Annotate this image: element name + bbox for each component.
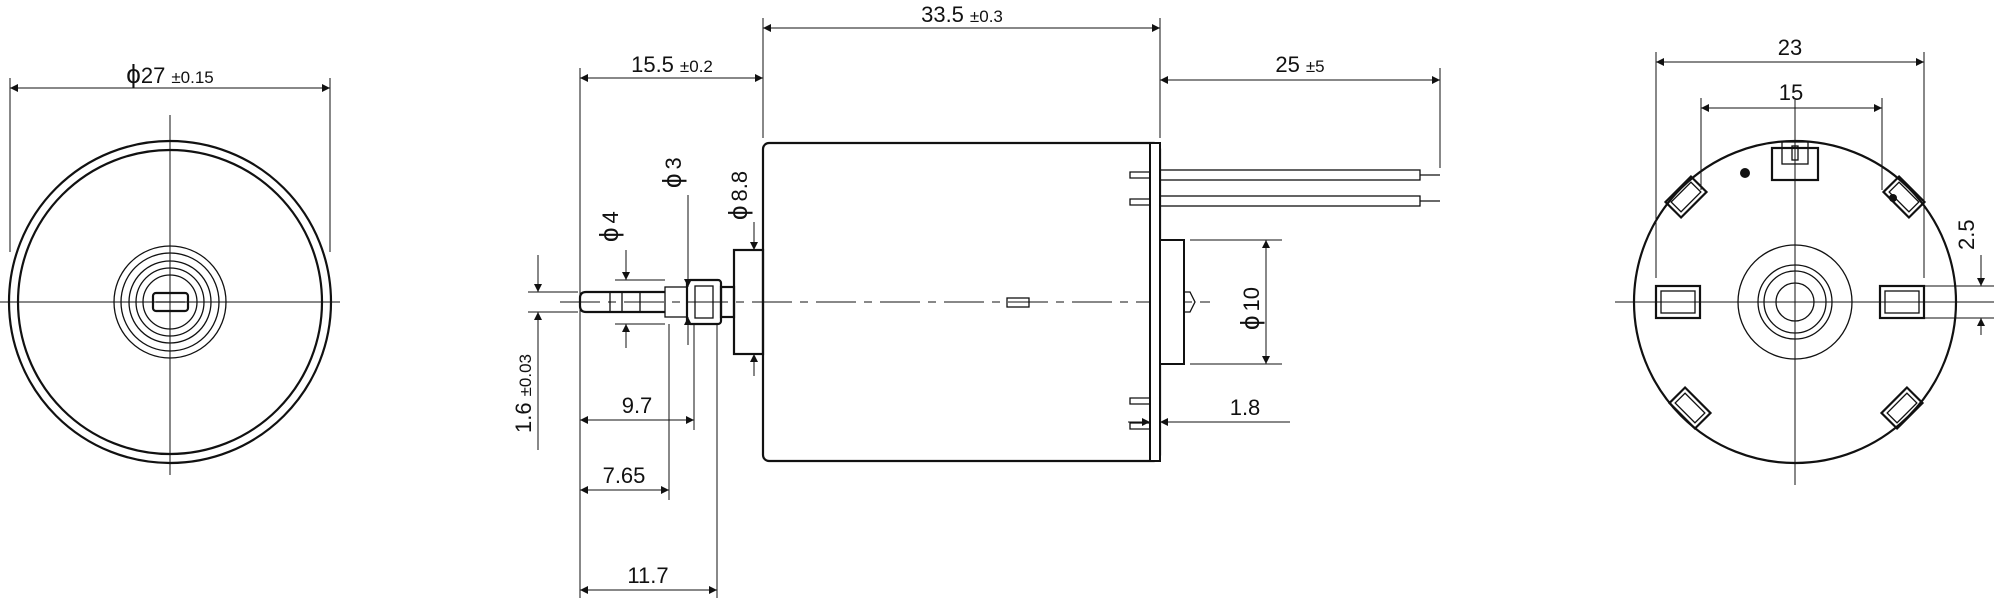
front-outer-circle (7, 139, 333, 465)
rear-top-terminal-pin (1791, 145, 1799, 161)
dim-117-label: 11.7 (627, 563, 668, 588)
front-hub-ring-4 (135, 267, 205, 337)
rear-top-terminal-body (1770, 146, 1820, 182)
dim-97-label: 9.7 (622, 393, 653, 418)
rear-polarity-dot-left (1740, 168, 1750, 178)
dim-18-label: 1.8 (1230, 395, 1261, 420)
rear-outer-circle (1632, 139, 1958, 465)
rear-hub-ring-3 (1763, 270, 1827, 334)
dim-15-label: 15 (1779, 80, 1803, 105)
dim-25-label: 2.5 (1954, 219, 1979, 250)
dim-765-label: 7.65 (603, 463, 646, 488)
dim-body-length-label: 33.5±0.3 (921, 2, 1003, 27)
dim-d3-label: ϕ3 (657, 157, 687, 188)
lead-wire-1 (1159, 169, 1421, 181)
terminal-bottom-1 (1129, 397, 1150, 405)
front-hub-ring-1 (113, 245, 227, 359)
terminal-top-2 (1129, 198, 1150, 206)
lead-wire-2 (1159, 195, 1421, 207)
dim-lead-length-label: 25±5 (1275, 52, 1324, 77)
shaft-groove (609, 291, 623, 313)
terminal-slot-bottom-left (1667, 385, 1713, 431)
dim-flange-length-label: 15.5±0.2 (631, 52, 713, 77)
dim-shaft-diameter-label: 1.6±0.03 (511, 354, 536, 433)
terminal-top-1 (1129, 171, 1150, 179)
front-hub-ring-2 (120, 252, 220, 352)
body-center-mark (1006, 297, 1030, 308)
terminal-slot-right (1878, 284, 1926, 320)
bearing-step (719, 285, 736, 319)
front-shaft-slot (151, 291, 190, 313)
bearing-collar-inner (694, 285, 714, 319)
side-view: 33.5±0.3 15.5±0.2 25±5 1.6±0.03 ϕ4 ϕ3 ϕ8… (511, 2, 1441, 598)
front-outer-ring (16, 148, 324, 456)
rear-hub-ring-1 (1737, 244, 1853, 360)
terminal-slot-left (1654, 284, 1702, 320)
rear-shaft-stub (1184, 291, 1196, 313)
dim-d4-label: ϕ4 (594, 211, 624, 242)
front-diameter-label: ϕ27±0.15 (126, 59, 213, 89)
dim-23-label: 23 (1778, 35, 1802, 60)
rear-hub-ring-4 (1775, 282, 1815, 322)
rear-terminal-slots (1654, 174, 1927, 431)
terminal-bottom-2 (1129, 422, 1150, 430)
motor-end-plate (1149, 142, 1161, 462)
front-hub-ring-3 (128, 260, 212, 344)
dim-d10-label: ϕ10 (1235, 287, 1265, 330)
terminals (1129, 171, 1150, 430)
front-hub-ring-5 (142, 274, 198, 330)
terminal-slot-top-right (1881, 174, 1927, 220)
rear-polarity-dot-right (1889, 194, 1897, 202)
rear-top-terminal (1770, 141, 1820, 182)
terminal-slot-top-left (1663, 174, 1709, 220)
rear-top-terminal-tab (1781, 141, 1809, 165)
front-view: ϕ27±0.15 (0, 59, 340, 475)
dim-d88-label: ϕ8.8 (723, 171, 753, 220)
rear-view: 23 15 2.5 (1615, 35, 1994, 485)
rear-hub-ring-2 (1757, 264, 1833, 340)
lead-wires (1159, 169, 1440, 207)
terminal-slot-bottom-right (1879, 385, 1925, 431)
shaft-collar (664, 286, 688, 318)
rear-boss (1159, 239, 1185, 365)
